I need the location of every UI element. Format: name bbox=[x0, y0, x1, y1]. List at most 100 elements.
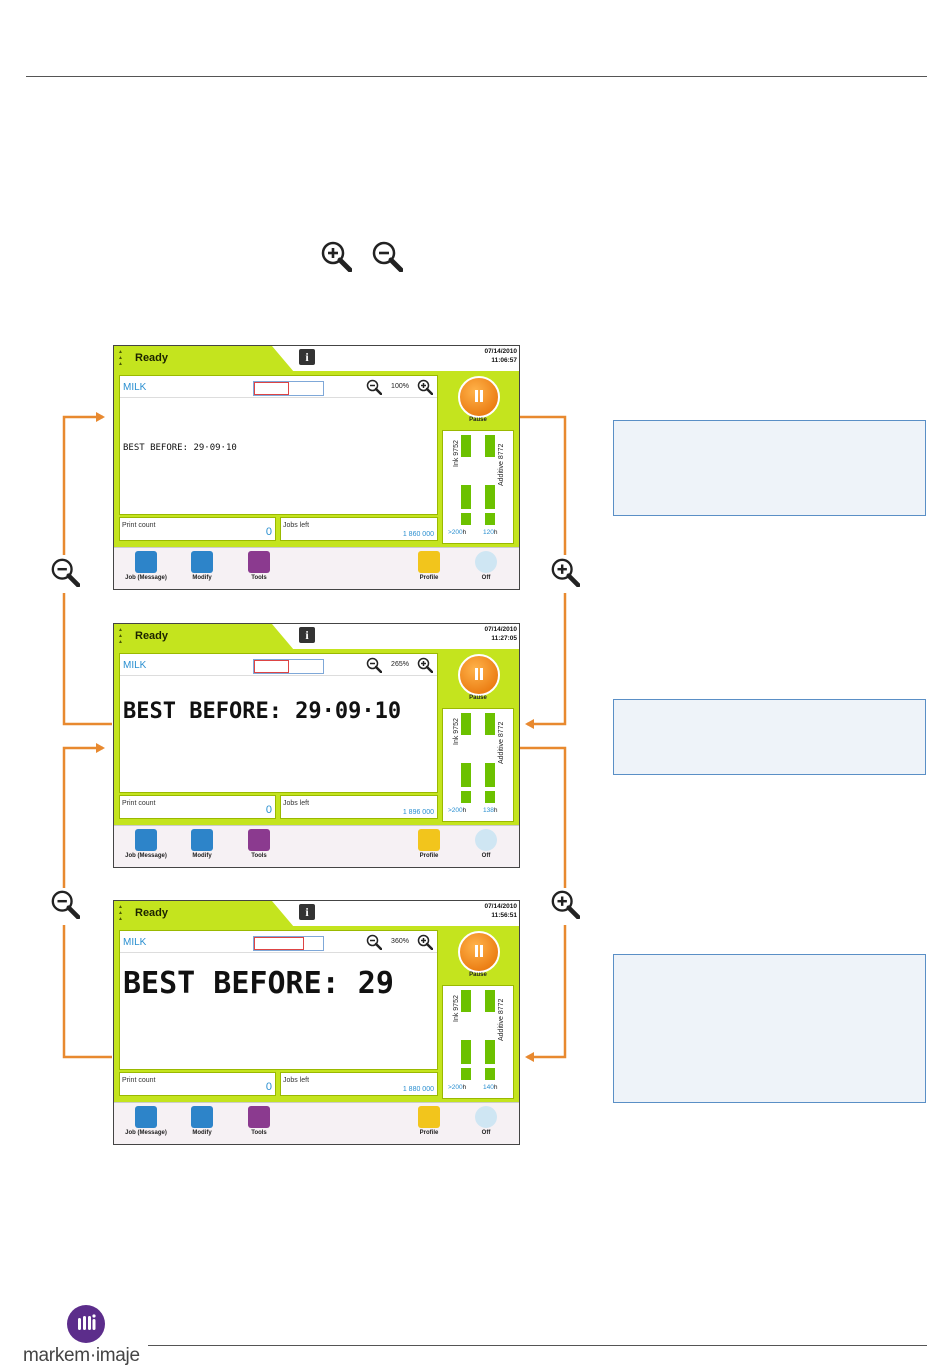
job-message-button[interactable]: Job (Message) bbox=[116, 829, 176, 859]
preview-scrollbar[interactable] bbox=[253, 659, 324, 674]
profile-button[interactable]: Profile bbox=[399, 551, 459, 581]
additive-label: Additive 8772 bbox=[498, 998, 505, 1041]
fluid-levels: Ink 9752 Additive 8772 >200h 138h bbox=[442, 708, 514, 822]
message-name: MILK bbox=[123, 382, 147, 393]
printer-status: Ready bbox=[135, 352, 169, 364]
print-count-value: 0 bbox=[265, 1081, 272, 1093]
additive-label: Additive 8772 bbox=[498, 443, 505, 486]
off-button[interactable]: Off bbox=[456, 829, 516, 859]
date: 07/14/2010 bbox=[484, 348, 517, 355]
message-text: BEST BEFORE: 29·09·10 bbox=[123, 699, 402, 724]
power-icon bbox=[475, 829, 497, 851]
jobs-left-value: 1 860 000 bbox=[402, 531, 434, 538]
message-text: BEST BEFORE: 29·09·10 bbox=[123, 443, 237, 453]
preview-scrollbar[interactable] bbox=[253, 936, 324, 951]
fluid-levels: Ink 9752 Additive 8772 >200h 140h bbox=[442, 985, 514, 1099]
print-count-label: Print count bbox=[122, 1077, 156, 1084]
profile-icon bbox=[418, 1106, 440, 1128]
zoom-in-button[interactable] bbox=[417, 379, 433, 395]
power-icon bbox=[475, 551, 497, 573]
ink-hours: >200h bbox=[448, 807, 467, 814]
message-name: MILK bbox=[123, 937, 147, 948]
tools-button[interactable]: Tools bbox=[229, 829, 289, 859]
status-lights: ▲▲▲ bbox=[118, 627, 123, 645]
time: 11:56:51 bbox=[491, 912, 517, 919]
info-icon[interactable]: i bbox=[299, 627, 315, 643]
zoom-level: 265% bbox=[391, 661, 409, 668]
zoom-in-button[interactable] bbox=[417, 657, 433, 673]
job-message-button[interactable]: Job (Message) bbox=[116, 551, 176, 581]
pause-button[interactable] bbox=[458, 654, 500, 696]
main-area: MILK 265% BEST BEFORE: 29·09·10 Print co… bbox=[114, 650, 519, 825]
zoom-in-icon bbox=[550, 889, 581, 924]
preview-scrollbar[interactable] bbox=[253, 381, 324, 396]
tools-button[interactable]: Tools bbox=[229, 1106, 289, 1136]
profile-icon bbox=[418, 829, 440, 851]
zoom-out-button[interactable] bbox=[366, 379, 382, 395]
preview-divider bbox=[120, 952, 437, 953]
ink-label: Ink 9752 bbox=[453, 995, 460, 1022]
note-box bbox=[613, 699, 926, 775]
preview-scroll-thumb[interactable] bbox=[254, 937, 304, 950]
job-message-icon bbox=[135, 551, 157, 573]
jobs-left-value: 1 896 000 bbox=[402, 809, 434, 816]
date: 07/14/2010 bbox=[484, 626, 517, 633]
main-area: MILK 360% BEST BEFORE: 29 Print count 0 … bbox=[114, 927, 519, 1102]
zoom-in-icon bbox=[550, 557, 581, 592]
nav-bar: Job (Message) Modify Tools Profile Off bbox=[114, 1102, 519, 1144]
pause-icon bbox=[474, 390, 484, 404]
tools-button[interactable]: Tools bbox=[229, 551, 289, 581]
print-count: Print count 0 bbox=[119, 1072, 276, 1096]
job-message-icon bbox=[135, 1106, 157, 1128]
zoom-out-icon bbox=[50, 557, 81, 592]
jobs-left: Jobs left 1 860 000 bbox=[280, 517, 438, 541]
jobs-left: Jobs left 1 880 000 bbox=[280, 1072, 438, 1096]
zoom-out-button[interactable] bbox=[366, 934, 382, 950]
note-box bbox=[613, 954, 926, 1103]
modify-button[interactable]: Modify bbox=[172, 551, 232, 581]
modify-icon bbox=[191, 1106, 213, 1128]
off-button[interactable]: Off bbox=[456, 551, 516, 581]
profile-button[interactable]: Profile bbox=[399, 1106, 459, 1136]
print-count-value: 0 bbox=[265, 526, 272, 538]
zoom-in-icon bbox=[320, 240, 353, 277]
modify-button[interactable]: Modify bbox=[172, 829, 232, 859]
additive-hours: 140h bbox=[483, 1084, 498, 1091]
info-icon[interactable]: i bbox=[299, 349, 315, 365]
tools-icon bbox=[248, 829, 270, 851]
message-preview: MILK 265% BEST BEFORE: 29·09·10 bbox=[119, 653, 438, 793]
pause-label: Pause bbox=[469, 695, 487, 701]
off-button[interactable]: Off bbox=[456, 1106, 516, 1136]
nav-bar: Job (Message) Modify Tools Profile Off bbox=[114, 825, 519, 867]
profile-button[interactable]: Profile bbox=[399, 829, 459, 859]
jobs-left-label: Jobs left bbox=[283, 800, 310, 807]
zoom-level: 360% bbox=[391, 938, 409, 945]
pause-button[interactable] bbox=[458, 931, 500, 973]
date-time: 07/14/2010 11:56:51 bbox=[484, 902, 517, 920]
preview-scroll-thumb[interactable] bbox=[254, 382, 289, 395]
zoom-out-button[interactable] bbox=[366, 657, 382, 673]
ink-level-bar bbox=[461, 713, 471, 803]
print-count-value: 0 bbox=[265, 804, 272, 816]
jobs-left-label: Jobs left bbox=[283, 522, 310, 529]
preview-scroll-thumb[interactable] bbox=[254, 660, 289, 673]
status-lights: ▲▲▲ bbox=[118, 904, 123, 922]
markem-imaje-logo-icon bbox=[67, 1305, 105, 1343]
footer-rule bbox=[148, 1345, 927, 1346]
info-icon[interactable]: i bbox=[299, 904, 315, 920]
job-message-button[interactable]: Job (Message) bbox=[116, 1106, 176, 1136]
printer-status: Ready bbox=[135, 907, 169, 919]
additive-hours: 120h bbox=[483, 529, 498, 536]
zoom-in-button[interactable] bbox=[417, 934, 433, 950]
date: 07/14/2010 bbox=[484, 903, 517, 910]
pause-button[interactable] bbox=[458, 376, 500, 418]
pause-icon bbox=[474, 668, 484, 682]
ink-label: Ink 9752 bbox=[453, 440, 460, 467]
zoom-controls: 100% bbox=[366, 379, 436, 395]
modify-button[interactable]: Modify bbox=[172, 1106, 232, 1136]
